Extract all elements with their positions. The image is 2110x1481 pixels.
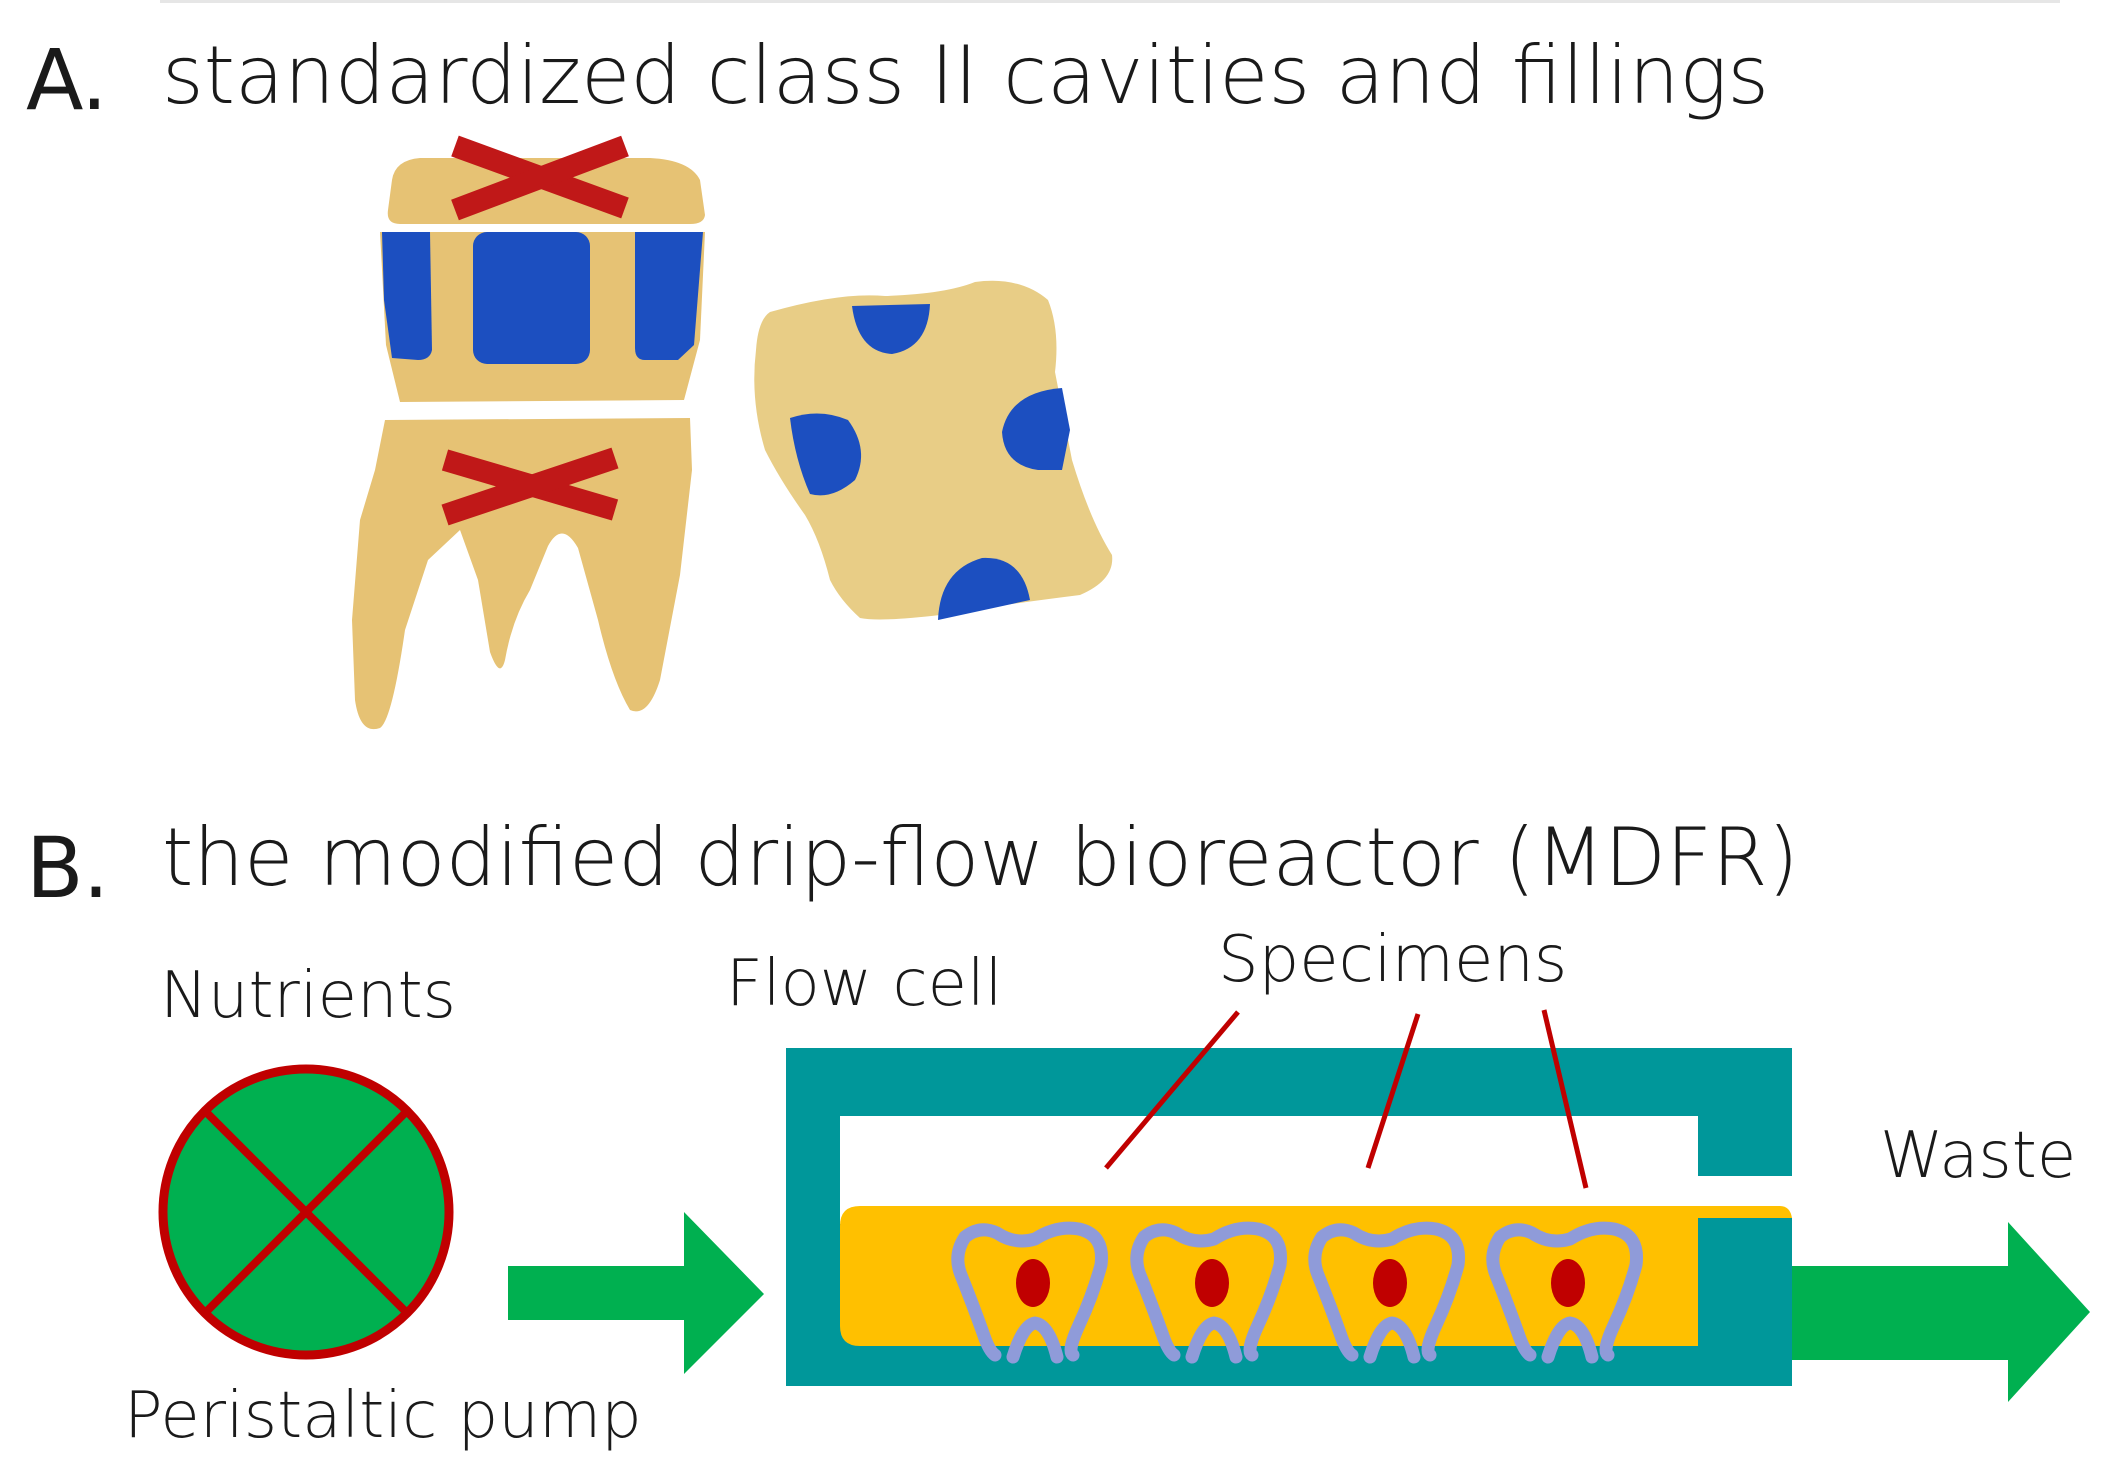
filling-center (473, 232, 590, 364)
specimen-group (951, 1221, 1644, 1364)
label-specimens: Specimens (1218, 923, 1568, 997)
label-flow-cell: Flow cell (726, 947, 1003, 1021)
panel-b-letter: B. (26, 819, 109, 917)
tooth-top-view-outline (754, 280, 1113, 620)
tooth-sectioned-illustration (352, 135, 705, 730)
specimen-4 (1486, 1221, 1644, 1364)
flow-cell-outlet-block (1698, 1218, 1792, 1386)
flow-cell-illustration (786, 1048, 1792, 1386)
leader-line-1 (1104, 1010, 1240, 1170)
specimen-1 (951, 1221, 1109, 1364)
leader-line-2 (1365, 1013, 1421, 1169)
label-peristaltic-pump: Peristaltic pump (124, 1379, 642, 1453)
peristaltic-pump-icon (158, 1064, 454, 1360)
specimen-3 (1308, 1221, 1466, 1364)
root-section (352, 418, 692, 730)
panel-b-title: the modified drip-flow bioreactor (MDFR) (162, 811, 1799, 904)
panel-a-letter: A. (26, 31, 108, 129)
filling-top-view-bottom (938, 557, 1030, 620)
tooth-top-view-illustration (754, 280, 1113, 620)
filling-right (635, 232, 703, 360)
panel-a-title: standardized class II cavities and filli… (162, 29, 1770, 122)
top-divider (160, 0, 2060, 3)
inflow-arrow (508, 1212, 764, 1374)
label-nutrients: Nutrients (160, 959, 456, 1033)
leader-line-3 (1541, 1009, 1589, 1189)
filling-top-view-top (852, 304, 930, 354)
crown-cap-cross-icon (451, 135, 629, 221)
specimens-leader-lines (1104, 1009, 1589, 1189)
filling-left (382, 232, 432, 360)
flow-cell-cavity (846, 1116, 1698, 1184)
specimen-2 (1130, 1221, 1288, 1364)
filling-top-view-left (790, 413, 862, 496)
root-section-cross-icon (441, 447, 619, 526)
outflow-arrow (1792, 1222, 2090, 1402)
filling-top-view-right (1002, 388, 1070, 470)
label-waste: Waste (1880, 1119, 2077, 1193)
